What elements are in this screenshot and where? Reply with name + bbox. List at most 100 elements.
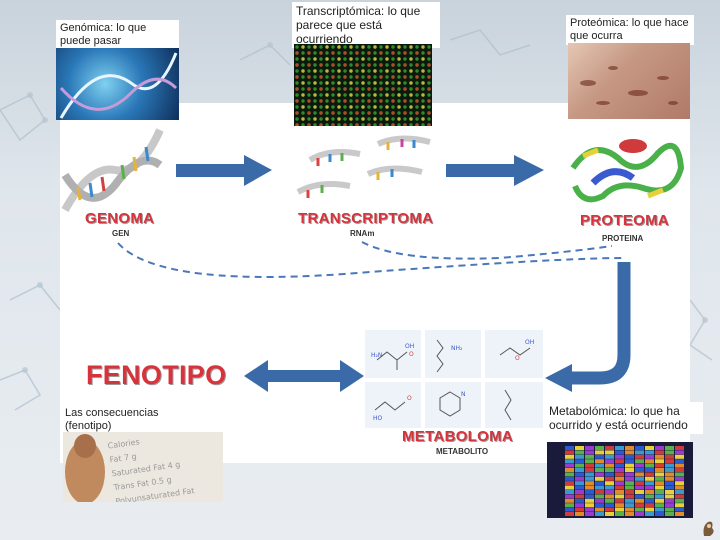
heatmap-cell: [635, 468, 644, 472]
heatmap-cell: [655, 481, 664, 485]
heatmap-cell: [605, 481, 614, 485]
gel-photo: [568, 43, 690, 119]
heatmap-cell: [675, 455, 684, 459]
heatmap-cell: [615, 481, 624, 485]
heatmap-cell: [665, 499, 674, 503]
heatmap-cell: [595, 486, 604, 490]
heatmap-cell: [575, 508, 584, 512]
heatmap-cell: [625, 459, 634, 463]
heatmap-cell: [665, 490, 674, 494]
heatmap-cell: [635, 446, 644, 450]
heatmap-cell: [675, 468, 684, 472]
arrow-proteoma-metaboloma: [545, 262, 624, 392]
heatmap-cell: [595, 468, 604, 472]
heatmap-cell: [655, 503, 664, 507]
heatmap-cell: [595, 512, 604, 516]
heatmap-cell: [665, 459, 674, 463]
heatmap-cell: [585, 481, 594, 485]
heatmap-cell: [595, 446, 604, 450]
heatmap-cell: [625, 512, 634, 516]
heatmap-cell: [565, 472, 574, 476]
heatmap-cell: [655, 512, 664, 516]
heatmap-cell: [615, 508, 624, 512]
heatmap-cell: [655, 459, 664, 463]
heatmap-cell: [655, 464, 664, 468]
heatmap-cell: [675, 503, 684, 507]
dna-photo: [56, 48, 179, 120]
heatmap-cell: [615, 468, 624, 472]
metabolomics-heatmap-photo: [547, 442, 693, 518]
heatmap-cell: [635, 499, 644, 503]
heatmap-cell: [575, 512, 584, 516]
arrow-transcriptoma-proteoma: [446, 155, 544, 186]
sub-metaboloma: METABOLITO: [436, 447, 488, 456]
heatmap-cell: [645, 503, 654, 507]
heatmap-cell: [615, 490, 624, 494]
heatmap-cell: [615, 477, 624, 481]
heatmap-cell: [625, 446, 634, 450]
heatmap-cell: [565, 459, 574, 463]
heatmap-cell: [645, 455, 654, 459]
heatmap-cell: [645, 499, 654, 503]
heatmap-cell: [625, 499, 634, 503]
heatmap-cell: [575, 477, 584, 481]
heatmap-cell: [615, 503, 624, 507]
heatmap-cell: [615, 494, 624, 498]
caption-genomica: Genómica: lo que puede pasar: [56, 20, 179, 50]
heatmap-cell: [575, 455, 584, 459]
corner-logo-icon: [700, 518, 718, 538]
heatmap-cell: [595, 450, 604, 454]
heatmap-cell: [645, 459, 654, 463]
heatmap-cell: [675, 508, 684, 512]
heatmap-cell: [665, 472, 674, 476]
heatmap-cell: [605, 472, 614, 476]
heatmap-cell: [585, 455, 594, 459]
heatmap-cell: [665, 477, 674, 481]
heatmap-cell: [595, 499, 604, 503]
heatmap-cell: [585, 512, 594, 516]
heatmap-cell: [575, 464, 584, 468]
heatmap-cell: [605, 464, 614, 468]
svg-text:OH: OH: [405, 343, 414, 350]
sub-proteoma: PROTEINA: [602, 234, 643, 243]
heatmap-cell: [595, 508, 604, 512]
heatmap-cell: [625, 450, 634, 454]
svg-text:H₂N: H₂N: [371, 352, 382, 359]
heatmap-cell: [665, 455, 674, 459]
nutrition-fat: Fat 7 g: [109, 452, 137, 465]
heatmap-cell: [665, 503, 674, 507]
heatmap-cell: [665, 468, 674, 472]
sub-genoma: GEN: [112, 229, 129, 238]
heatmap-cell: [635, 503, 644, 507]
heatmap-cell: [655, 490, 664, 494]
heatmap-cell: [615, 512, 624, 516]
heatmap-cell: [675, 446, 684, 450]
svg-text:N: N: [461, 391, 466, 398]
heatmap-cell: [635, 512, 644, 516]
heatmap-cell: [595, 477, 604, 481]
heatmap-cell: [645, 468, 654, 472]
heatmap-cell: [655, 486, 664, 490]
heatmap-cell: [575, 459, 584, 463]
heatmap-cell: [615, 499, 624, 503]
heatmap-cell: [595, 472, 604, 476]
heatmap-cell: [675, 472, 684, 476]
svg-text:O: O: [515, 355, 520, 362]
heatmap-cell: [625, 490, 634, 494]
heatmap-cell: [635, 508, 644, 512]
heatmap-cell: [655, 468, 664, 472]
heatmap-cell: [635, 455, 644, 459]
label-genoma: GENOMA: [85, 210, 154, 227]
heatmap-cell: [575, 481, 584, 485]
heatmap-cell: [675, 494, 684, 498]
heatmap-cell: [575, 450, 584, 454]
heatmap-cell: [585, 459, 594, 463]
heatmap-cell: [625, 481, 634, 485]
heatmap-cell: [645, 512, 654, 516]
heatmap-cell: [565, 499, 574, 503]
nutrition-label-photo: Calories Fat 7 g Saturated Fat 4 g Trans…: [63, 432, 223, 502]
heatmap-cell: [635, 477, 644, 481]
heatmap-cell: [665, 464, 674, 468]
heatmap-cell: [635, 494, 644, 498]
label-fenotipo: FENOTIPO: [86, 360, 226, 391]
